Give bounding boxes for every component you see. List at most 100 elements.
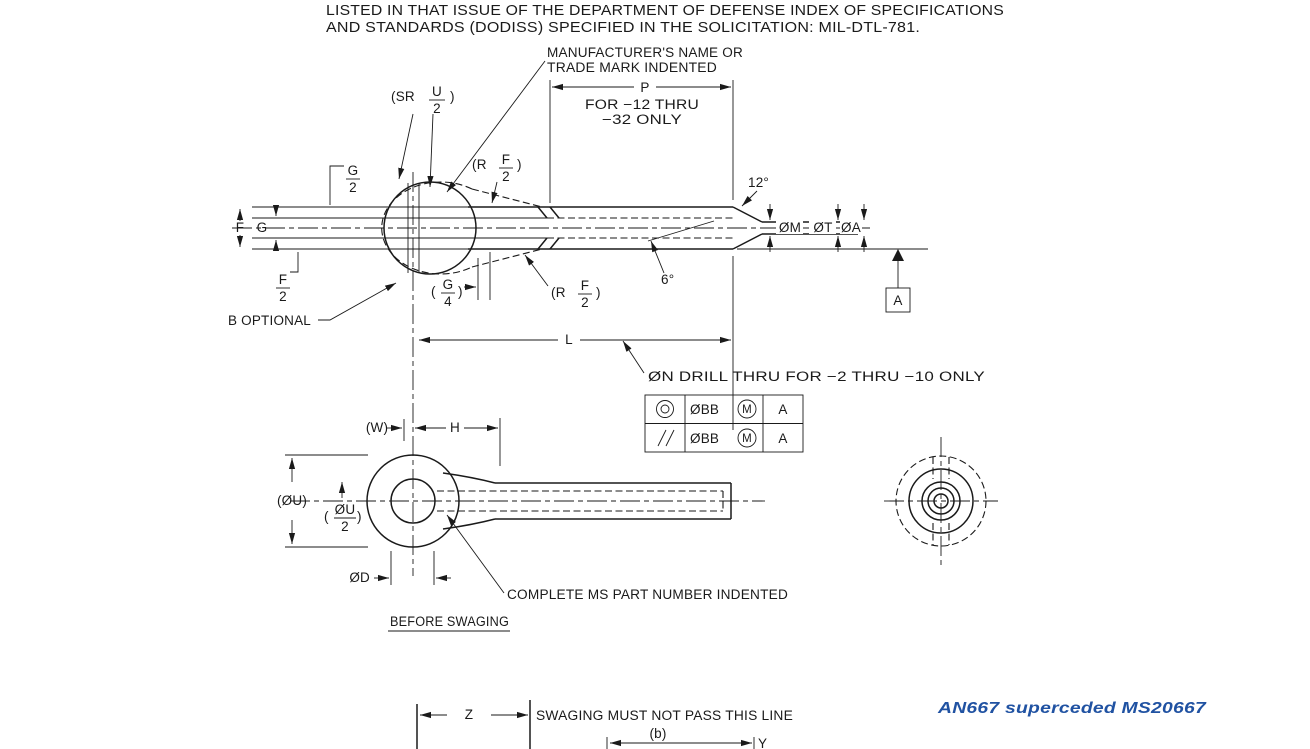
h-label: H [450, 420, 460, 435]
fcf-row2-modifier: M [742, 433, 752, 445]
label-mask-m [776, 221, 803, 234]
u-label: (ØU) [277, 493, 307, 508]
before-swaging-caption: BEFORE SWAGING [390, 614, 509, 629]
internal-bore-taper-line [647, 220, 715, 242]
end-view-center-circle [933, 493, 949, 509]
rf2t-leader [491, 181, 498, 204]
fcf-row2-datum: A [778, 431, 787, 446]
optional-b-tangent-bottom [471, 248, 543, 268]
w-label: (W) [366, 420, 388, 435]
u-diameter-dimension: (ØU) [277, 454, 368, 548]
supersession-note: AN667 superceded MS20667 [937, 700, 1208, 717]
end-view-eye-hidden-circle [895, 455, 987, 547]
p-applicability-line2: −32 ONLY [602, 112, 682, 127]
fcf-row1-modifier: M [742, 404, 752, 416]
before-shank-outline [495, 482, 732, 520]
l-label: L [565, 332, 573, 347]
g-half-dimension: G 2 [329, 163, 360, 205]
rf2b-denominator: 2 [581, 295, 589, 310]
swage-limit-partial-view: Z SWAGING MUST NOT PASS THIS LINE (b) Y [416, 700, 793, 749]
g-half-numerator: G [348, 163, 359, 178]
before-eye-outline [366, 454, 460, 548]
optional-b-tangent-top [471, 188, 543, 208]
parallelism-icon [657, 429, 675, 447]
spherical-radius-callout: (SR U 2 ) [391, 84, 455, 188]
u-half-dimension: ( ØU 2 ) [324, 482, 362, 534]
g-quarter-close: ) [458, 284, 463, 299]
g-label: G [257, 220, 268, 235]
rf2t-denominator: 2 [502, 169, 510, 184]
rf2t-close: ) [517, 157, 522, 172]
rf2t-open: (R [472, 157, 487, 172]
after-swaging-view: MANUFACTURER'S NAME OR TRADE MARK INDENT… [228, 45, 985, 576]
datum-a-flag: A [885, 249, 911, 313]
dia-m-label: ØM [779, 220, 801, 235]
f-half-dimension: F 2 [276, 252, 299, 304]
drill-thru-note: ØN DRILL THRU FOR −2 THRU −10 ONLY [648, 369, 985, 384]
header-line1: LISTED IN THAT ISSUE OF THE DEPARTMENT O… [326, 3, 1004, 19]
before-swaging-view: (W) H (ØU) ( ØU 2 ) [277, 418, 788, 632]
taper-angle-label: 12° [748, 175, 769, 190]
fillet-radius-top-callout: (R F 2 ) [472, 152, 522, 204]
f-half-bracket [290, 252, 299, 273]
fcf-grid-lines [645, 395, 803, 452]
swage-limit-note: SWAGING MUST NOT PASS THIS LINE [536, 708, 793, 723]
y-label: Y [758, 736, 767, 749]
u-half-open: ( [324, 509, 329, 524]
left-extension-lines [252, 206, 547, 250]
fillet-radius-bottom-callout: (R F 2 ) [524, 254, 601, 310]
part-number-note: COMPLETE MS PART NUMBER INDENTED [507, 587, 788, 602]
concentricity-icon [656, 400, 674, 418]
dia-t-label: ØT [813, 220, 832, 235]
end-view-outer-circle [908, 468, 974, 534]
part-number-leader [446, 514, 505, 594]
g-quarter-dimension: ( G 4 ) [431, 252, 491, 309]
g-quarter-extension-lines [477, 252, 491, 300]
u-extension-lines [285, 454, 368, 548]
fcf-row1-tolerance: ØBB [690, 402, 719, 417]
u-half-denominator: 2 [341, 519, 349, 534]
end-view-slot-hidden-lines [932, 457, 950, 545]
label-mask-a [840, 221, 862, 234]
dia-a-label: ØA [841, 220, 861, 235]
b-optional-leader [318, 282, 397, 321]
swage-transition-marks [537, 206, 560, 250]
g-quarter-denominator: 4 [444, 294, 452, 309]
f-half-numerator: F [279, 272, 287, 287]
manufacturer-leader-line [446, 60, 546, 193]
end-view-mid-circle [921, 481, 961, 521]
before-blend-top [442, 472, 496, 484]
sr-leader-1 [398, 113, 414, 180]
f-label: F [236, 220, 244, 235]
u-half-numerator: ØU [335, 502, 356, 517]
f-dimension: F [236, 209, 244, 247]
rf2t-numerator: F [502, 152, 510, 167]
p-applicability-line1: FOR −12 THRU [585, 97, 699, 112]
d-label: ØD [349, 570, 370, 585]
b-reference-label: (b) [649, 726, 666, 741]
l-dimension: L [419, 256, 734, 430]
taper-angle-leader [741, 190, 758, 207]
p-label: P [640, 80, 649, 95]
g-quarter-open: ( [431, 284, 436, 299]
rf2b-close: ) [596, 285, 601, 300]
rf2b-open: (R [551, 285, 566, 300]
g-half-denominator: 2 [349, 180, 357, 195]
wh-extension-lines [403, 418, 501, 466]
manufacturer-note-line1: MANUFACTURER'S NAME OR [547, 45, 743, 60]
y-extension-lines [606, 737, 755, 749]
manufacturer-note-line2: TRADE MARK INDENTED [547, 60, 717, 75]
fcf-row1-datum: A [778, 402, 787, 417]
eye-outline [383, 181, 477, 275]
g-dimension: G [257, 205, 280, 251]
g-quarter-numerator: G [443, 277, 454, 292]
rf2b-leader [524, 254, 549, 287]
fcf-row2-tolerance: ØBB [690, 431, 719, 446]
feature-control-frames: ØBB M A ØBB M A [644, 394, 804, 453]
bore-angle-label: 6° [661, 272, 674, 287]
spec-header-note: LISTED IN THAT ISSUE OF THE DEPARTMENT O… [326, 3, 1004, 36]
f-half-denominator: 2 [279, 289, 287, 304]
rf2b-numerator: F [581, 278, 589, 293]
